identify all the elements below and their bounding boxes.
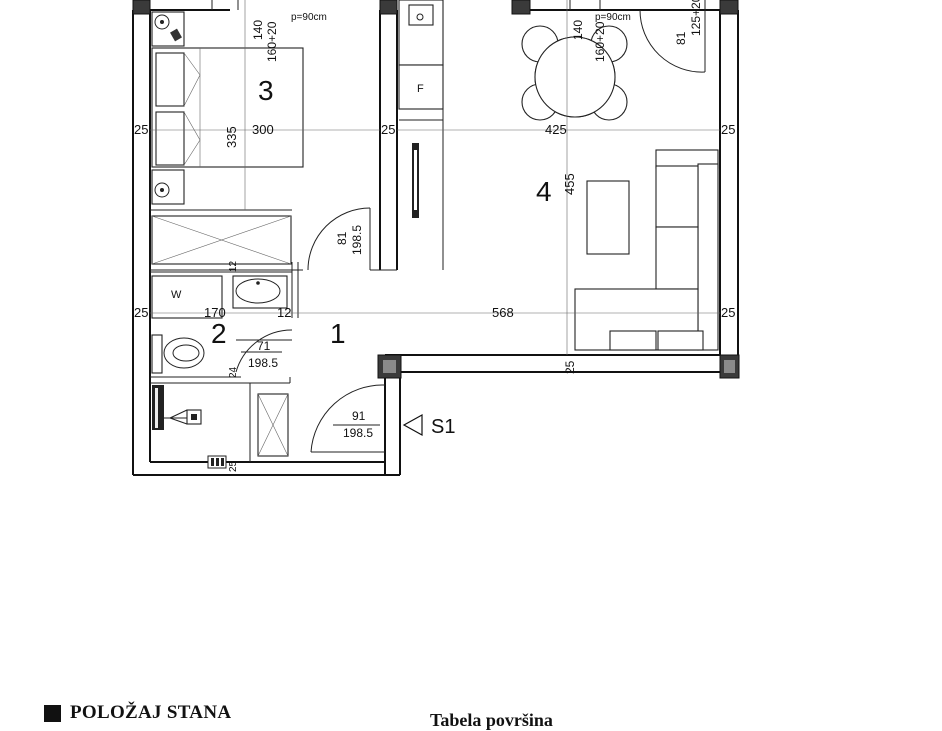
bath-side-label: 24 (228, 366, 239, 378)
living-height-label: 455 (562, 173, 577, 195)
entry-door-w-label: 91 (352, 409, 366, 423)
bed-door-w-label: 81 (335, 231, 349, 245)
bedroom-width-label: 300 (252, 122, 274, 137)
bed-w1-label: 140 (251, 20, 265, 40)
bathroom-furniture (151, 275, 293, 374)
bath-bottom-label: 25 (228, 460, 239, 472)
living-length-label: 425 (545, 122, 567, 137)
bath-top-label: 12 (228, 260, 239, 272)
wall-left-label: 25 (134, 122, 148, 137)
wall-right-top-label: 25 (721, 122, 735, 137)
utility (152, 385, 289, 469)
bed-w2-label: 160+20 (265, 21, 279, 62)
kitchen-counter (398, 0, 444, 270)
footer: POLOŽAJ STANA Tabela površina (44, 700, 924, 730)
bed-p-label: p=90cm (291, 12, 327, 23)
wall-mid-label: 25 (381, 122, 395, 137)
entry-door (310, 384, 423, 453)
legend-title: POLOŽAJ STANA (44, 702, 231, 724)
fridge-label: F (417, 83, 424, 95)
entry-door-h-label: 198.5 (343, 426, 373, 440)
washer-label: W (171, 289, 182, 301)
entrance-label: S1 (431, 416, 455, 438)
bath-right-label: 12 (277, 305, 291, 320)
bed-door-h-label: 198.5 (350, 225, 364, 255)
bed-length-label: 335 (224, 126, 239, 148)
living-furniture (521, 0, 719, 351)
legend-title-text: POLOŽAJ STANA (70, 702, 232, 723)
living-door-h-label: 125+20 (689, 0, 703, 36)
living-w2-label: 160+20 (593, 21, 607, 62)
bath-width-label: 170 (204, 305, 226, 320)
entry-arrow-icon (402, 413, 423, 437)
living-p-label: p=90cm (595, 12, 631, 23)
bedroom-furniture (151, 0, 304, 265)
floor-plan: 3 4 2 1 p=90cm 140 160+20 335 300 25 25 … (132, 0, 740, 476)
columns (132, 0, 740, 379)
wall-below-living-label: 25 (563, 360, 577, 374)
bath-door-h-label: 198.5 (248, 356, 278, 370)
room-number-2: 2 (211, 318, 227, 349)
living-door-w-label: 81 (674, 31, 688, 45)
room-number-4: 4 (536, 176, 552, 207)
room-number-3: 3 (258, 75, 274, 106)
dimension-lines (150, 0, 720, 355)
walls (132, 9, 739, 476)
wall-right-bottom-label: 25 (721, 305, 735, 320)
living-w1-label: 140 (571, 20, 585, 40)
bedroom-door (307, 207, 371, 271)
hall-width-label: 568 (492, 305, 514, 320)
wall-left-bath-label: 25 (134, 305, 148, 320)
area-table-title: Tabela površina (430, 710, 553, 730)
room-number-1: 1 (330, 318, 346, 349)
legend-square-icon (44, 704, 61, 722)
bath-door-w-label: 71 (257, 339, 271, 353)
